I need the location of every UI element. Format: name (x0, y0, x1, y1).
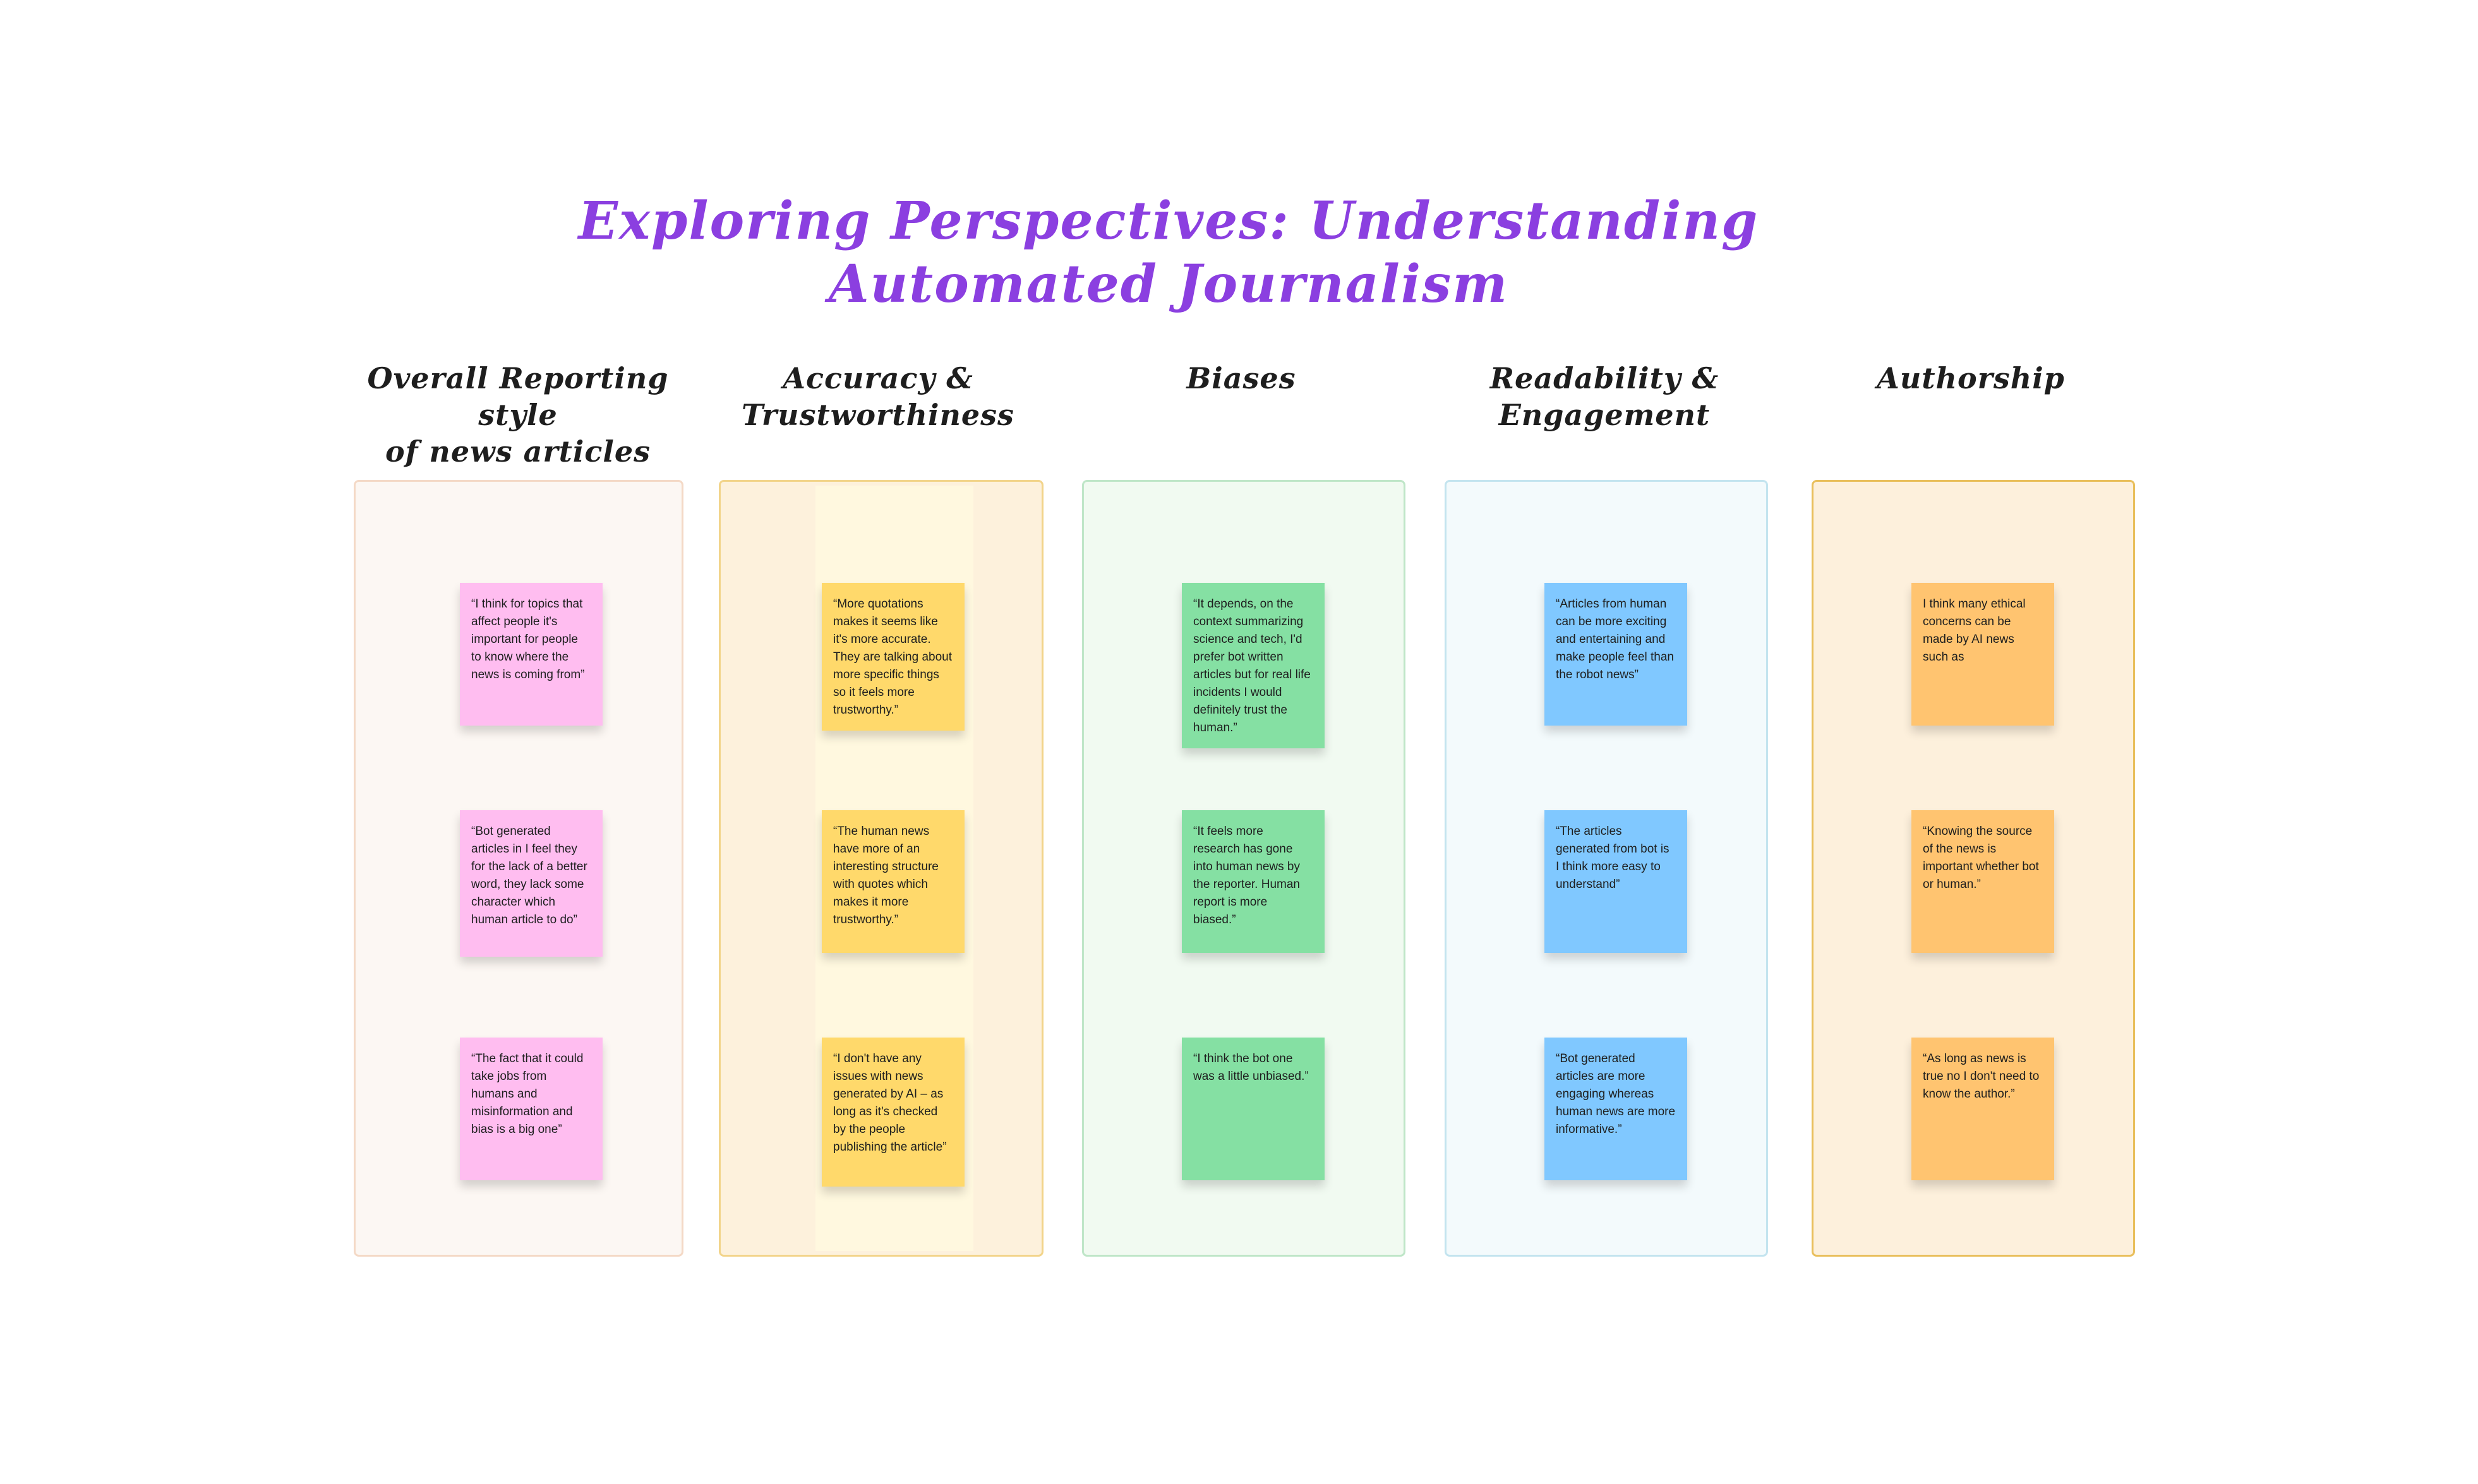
sticky-note[interactable]: “It feels more research has gone into hu… (1182, 810, 1325, 953)
column-heading-readability: Readability & Engagement (1440, 360, 1769, 433)
sticky-note[interactable]: “Bot generated articles in I feel they f… (460, 810, 603, 957)
column-heading-reporting-style: Overall Reporting style of news articles (354, 360, 682, 470)
sticky-note-text: “More quotations makes it seems like it'… (833, 597, 953, 717)
sticky-note-text: “Knowing the source of the news is impor… (1923, 825, 2039, 891)
sticky-note-text: “I think for topics that affect people i… (471, 597, 585, 681)
column-heading-line: Trustworthiness (742, 398, 1014, 432)
sticky-note[interactable]: “Knowing the source of the news is impor… (1911, 810, 2054, 953)
sticky-note-text: I think many ethical concerns can be mad… (1923, 597, 2026, 664)
column-heading-line: Authorship (1877, 361, 2065, 395)
sticky-note[interactable]: “The human news have more of an interest… (822, 810, 965, 953)
section-readability: “Articles from human can be more excitin… (1445, 480, 1768, 1257)
sticky-note[interactable]: “The articles generated from bot is I th… (1544, 810, 1687, 953)
sticky-note-text: “The human news have more of an interest… (833, 825, 939, 926)
sticky-note[interactable]: “I don't have any issues with news gener… (822, 1038, 965, 1187)
column-heading-line: Engagement (1498, 398, 1711, 432)
column-heading-biases: Biases (1077, 360, 1405, 397)
sticky-note-text: “As long as news is true no I don't need… (1923, 1052, 2040, 1101)
sticky-note-text: “I don't have any issues with news gener… (833, 1052, 947, 1154)
sticky-note[interactable]: “As long as news is true no I don't need… (1911, 1038, 2054, 1180)
column-heading-line: Biases (1186, 361, 1296, 395)
sticky-note-text: “It depends, on the context summarizing … (1193, 597, 1311, 734)
sticky-note[interactable]: “The fact that it could take jobs from h… (460, 1038, 603, 1180)
column-heading-line: style (478, 398, 558, 432)
sticky-note[interactable]: “Articles from human can be more excitin… (1544, 583, 1687, 726)
column-heading-line: Readability & (1489, 361, 1719, 395)
column-heading-accuracy: Accuracy & Trustworthiness (714, 360, 1042, 433)
sticky-note[interactable]: “I think for topics that affect people i… (460, 583, 603, 726)
sticky-note-text: “The fact that it could take jobs from h… (471, 1052, 584, 1136)
sticky-note[interactable]: “Bot generated articles are more engagin… (1544, 1038, 1687, 1180)
sticky-note[interactable]: I think many ethical concerns can be mad… (1911, 583, 2054, 726)
section-biases: “It depends, on the context summarizing … (1082, 480, 1405, 1257)
column-heading-line: Accuracy & (783, 361, 973, 395)
sticky-note-text: “Bot generated articles are more engagin… (1556, 1052, 1676, 1136)
column-heading-line: Overall Reporting (367, 361, 669, 395)
sticky-note[interactable]: “More quotations makes it seems like it'… (822, 583, 965, 731)
board-title: Exploring Perspectives: Understanding Au… (568, 189, 1769, 316)
section-accuracy: “More quotations makes it seems like it'… (719, 480, 1044, 1257)
board-title-line-2: Automated Journalism (829, 254, 1508, 314)
sticky-note[interactable]: “I think the bot one was a little unbias… (1182, 1038, 1325, 1180)
sticky-note-text: “The articles generated from bot is I th… (1556, 825, 1669, 891)
sticky-note-text: “Bot generated articles in I feel they f… (471, 825, 587, 926)
sticky-note-text: “It feels more research has gone into hu… (1193, 825, 1300, 926)
column-heading-line: of news articles (385, 434, 651, 469)
section-authorship: I think many ethical concerns can be mad… (1812, 480, 2135, 1257)
board-title-line-1: Exploring Perspectives: Understanding (578, 191, 1759, 251)
column-heading-authorship: Authorship (1807, 360, 2135, 397)
sticky-note[interactable]: “It depends, on the context summarizing … (1182, 583, 1325, 748)
section-reporting-style: “I think for topics that affect people i… (354, 480, 683, 1257)
sticky-note-text: “I think the bot one was a little unbias… (1193, 1052, 1309, 1083)
sticky-note-text: “Articles from human can be more excitin… (1556, 597, 1674, 681)
